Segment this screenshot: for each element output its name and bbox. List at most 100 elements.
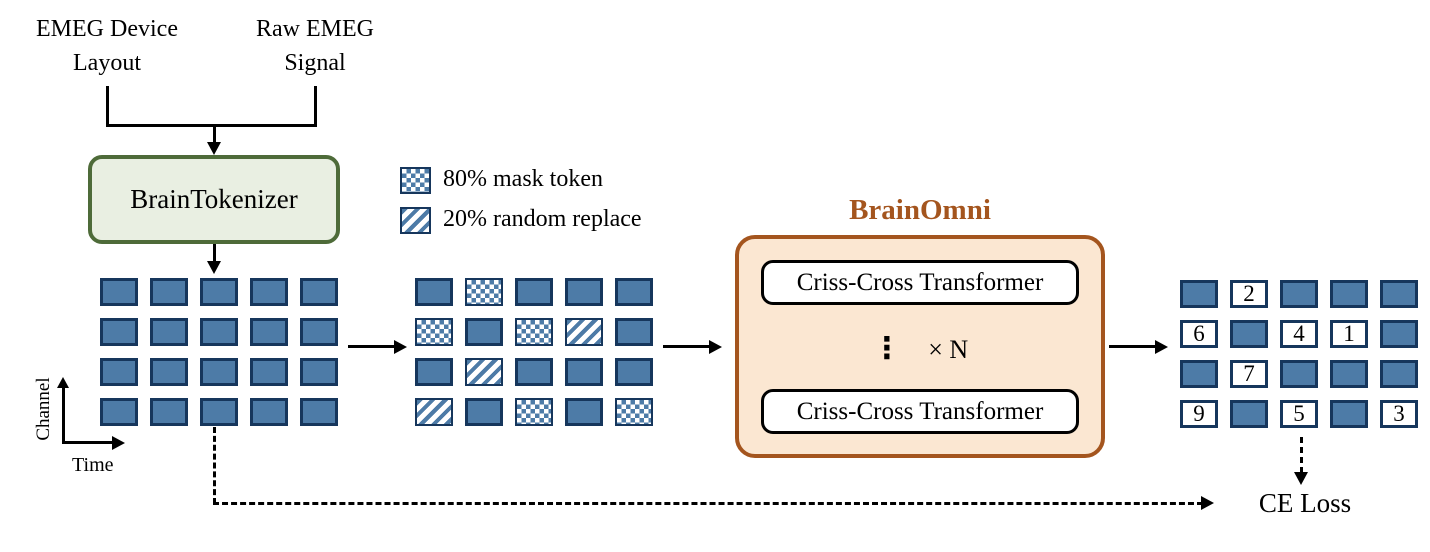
token-cell (100, 398, 138, 426)
token-cell (515, 358, 553, 386)
mask-token-cell (465, 278, 503, 306)
arrowhead-down-icon (1294, 472, 1308, 485)
replace-token-cell (565, 318, 603, 346)
brainomni-title: BrainOmni (849, 194, 991, 226)
time-axis-line (62, 441, 114, 444)
token-cell (300, 398, 338, 426)
token-cell (250, 398, 288, 426)
transformer-block-top: Criss-Cross Transformer (761, 260, 1079, 305)
token-cell (1280, 360, 1318, 388)
token-cell (1380, 320, 1418, 348)
token-cell (150, 278, 188, 306)
token-cell (100, 318, 138, 346)
legend-mask-label: 80% mask token (443, 166, 603, 192)
token-cell (200, 398, 238, 426)
mask-token-cell (515, 318, 553, 346)
tokenizer-output-line (213, 244, 216, 262)
predicted-token-cell: 2 (1230, 280, 1268, 308)
token-cell (1380, 360, 1418, 388)
token-cell (250, 278, 288, 306)
token-cell (150, 318, 188, 346)
brain-tokenizer-box: BrainTokenizer (88, 155, 340, 244)
input-label-raw-signal: Raw EMEG Signal (240, 12, 390, 80)
input-label-device-layout: EMEG Device Layout (12, 12, 202, 80)
token-cell (1180, 280, 1218, 308)
token-grid-input (100, 278, 338, 426)
arrowhead-right-icon (394, 340, 407, 354)
input-label-device-line1: EMEG Device (36, 16, 178, 42)
transformer-block-bottom-label: Criss-Cross Transformer (796, 397, 1044, 425)
arrowhead-right-icon (1201, 496, 1214, 510)
output-to-loss-dashed-line (1300, 437, 1303, 473)
token-cell (1180, 360, 1218, 388)
arrowhead-right-icon (709, 340, 722, 354)
token-cell (1330, 360, 1368, 388)
token-cell (150, 358, 188, 386)
token-cell (615, 278, 653, 306)
predicted-token-cell: 1 (1330, 320, 1368, 348)
input-connector-right (314, 86, 317, 127)
token-cell (1330, 280, 1368, 308)
predicted-token-cell: 4 (1280, 320, 1318, 348)
token-cell (1230, 400, 1268, 428)
token-cell (465, 398, 503, 426)
replace-token-cell (465, 358, 503, 386)
token-cell (200, 318, 238, 346)
token-cell (300, 358, 338, 386)
repeat-count-label: × N (928, 335, 969, 364)
token-cell (1380, 280, 1418, 308)
input-label-raw-line1: Raw EMEG (256, 16, 374, 42)
token-cell (465, 318, 503, 346)
arrow-grid2-to-brainomni-line (663, 345, 711, 348)
input-label-raw-line2: Signal (284, 50, 346, 76)
input-connector-stem (213, 124, 216, 143)
token-cell (1230, 320, 1268, 348)
input-connector-left (106, 86, 109, 127)
token-cell (415, 358, 453, 386)
arrow-brainomni-to-grid3-line (1109, 345, 1157, 348)
time-axis-label: Time (72, 454, 114, 476)
token-cell (565, 398, 603, 426)
channel-axis-label: Channel (33, 377, 54, 441)
transformer-block-top-label: Criss-Cross Transformer (796, 268, 1044, 296)
predicted-token-cell: 9 (1180, 400, 1218, 428)
token-cell (300, 318, 338, 346)
legend-replace-swatch (400, 207, 431, 234)
brainomni-box: Criss-Cross Transformer ⋮ × N Criss-Cros… (735, 235, 1105, 458)
token-cell (1280, 280, 1318, 308)
mask-token-cell (415, 318, 453, 346)
token-cell (200, 358, 238, 386)
token-cell (250, 358, 288, 386)
arrowhead-right-icon (1155, 340, 1168, 354)
loss-dashed-path-horizontal (213, 502, 1203, 505)
replace-token-cell (415, 398, 453, 426)
token-cell (250, 318, 288, 346)
token-cell (615, 358, 653, 386)
token-cell (150, 398, 188, 426)
token-cell (300, 278, 338, 306)
predicted-token-cell: 3 (1380, 400, 1418, 428)
arrowhead-right-icon (112, 436, 125, 450)
loss-dashed-path-vertical (213, 427, 216, 504)
token-cell (615, 318, 653, 346)
arrow-grid1-to-grid2-line (348, 345, 396, 348)
vertical-ellipsis-icon: ⋮ (871, 332, 902, 365)
token-cell (200, 278, 238, 306)
input-label-device-line2: Layout (73, 50, 141, 76)
token-cell (565, 358, 603, 386)
token-cell (515, 278, 553, 306)
predicted-token-cell: 5 (1280, 400, 1318, 428)
arrowhead-up-icon (57, 377, 69, 388)
legend-replace-label: 20% random replace (443, 206, 642, 232)
ce-loss-label: CE Loss (1258, 488, 1352, 518)
token-cell (415, 278, 453, 306)
brain-tokenizer-label: BrainTokenizer (130, 184, 298, 214)
token-grid-masked (415, 278, 653, 426)
token-cell (100, 358, 138, 386)
channel-axis-line (62, 388, 65, 444)
arrowhead-down-icon (207, 261, 221, 274)
mask-token-cell (515, 398, 553, 426)
token-cell (100, 278, 138, 306)
